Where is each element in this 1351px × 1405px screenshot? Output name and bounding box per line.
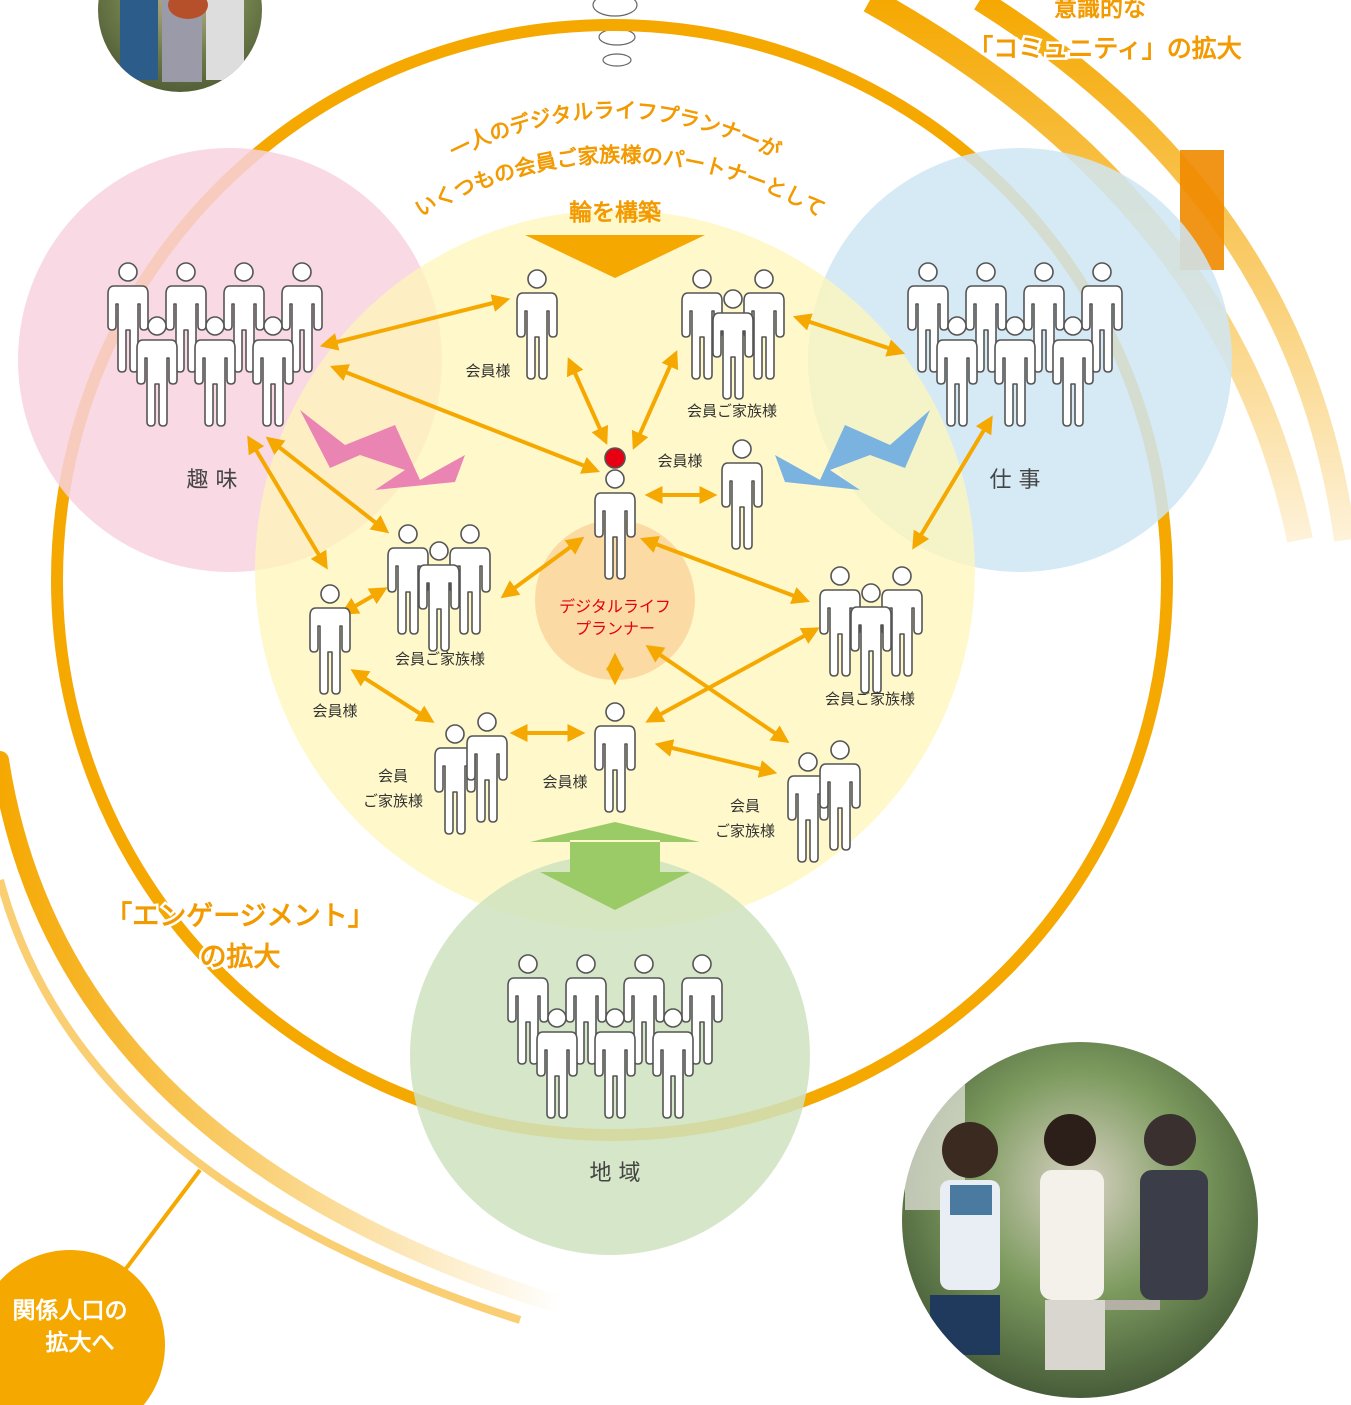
- outer-arc-left-2: [0, 878, 522, 1324]
- engagement-caption-line1: 「エンゲージメント」: [105, 900, 374, 932]
- outer-arc-right-2: [974, 0, 1351, 542]
- label-member-bottom: 会員様: [542, 773, 587, 791]
- work-label: 仕 事: [990, 468, 1041, 493]
- relation-badge-line2: 拡大へ: [46, 1330, 115, 1356]
- thought-bubble-2: [598, 28, 636, 46]
- label-family-bottom-left-2: ご家族様: [363, 792, 423, 810]
- label-member-left: 会員様: [312, 702, 357, 720]
- relation-badge-line1: 関係人口の: [13, 1298, 128, 1324]
- thought-bubble-3: [602, 53, 632, 67]
- label-family-top: 会員ご家族様: [687, 402, 777, 420]
- people-labels: 会員様 会員ご家族様 会員様 会員ご家族様 会員様 会員ご家族様 会員様 会員 …: [312, 362, 915, 840]
- region-label: 地 域: [590, 1161, 641, 1186]
- label-family-bottom-left-1: 会員: [378, 767, 408, 785]
- planner-head-dot: [604, 447, 626, 469]
- arc-pointer: [525, 235, 705, 278]
- connection-arrows: [247, 294, 993, 778]
- photo-sports-people: [98, 0, 262, 92]
- outer-arc-left: [0, 751, 569, 1314]
- label-member-top: 会員様: [465, 362, 510, 380]
- thought-bubble-1: [592, 0, 638, 17]
- planner-label-line1: デジタルライフ: [559, 597, 671, 616]
- planner-label-line2: プランナー: [575, 619, 655, 638]
- relation-badge: [0, 1250, 165, 1405]
- label-family-left: 会員ご家族様: [395, 650, 485, 668]
- hobby-label: 趣 味: [187, 468, 238, 493]
- label-family-bottom-right-2: ご家族様: [715, 822, 775, 840]
- label-family-right: 会員ご家族様: [825, 690, 915, 708]
- arc-caption-line3: 輪を構築: [569, 199, 662, 226]
- label-member-right: 会員様: [657, 452, 702, 470]
- community-caption-line1: 意識的な: [1054, 0, 1146, 22]
- community-caption-line2: 「コミュニティ」の拡大: [968, 34, 1242, 63]
- region-arrow: [530, 822, 700, 910]
- engagement-caption-line2: の拡大: [200, 942, 281, 973]
- label-family-bottom-right-1: 会員: [730, 797, 760, 815]
- photo-women-cafe: [902, 1042, 1258, 1398]
- work-arrow: [775, 410, 930, 490]
